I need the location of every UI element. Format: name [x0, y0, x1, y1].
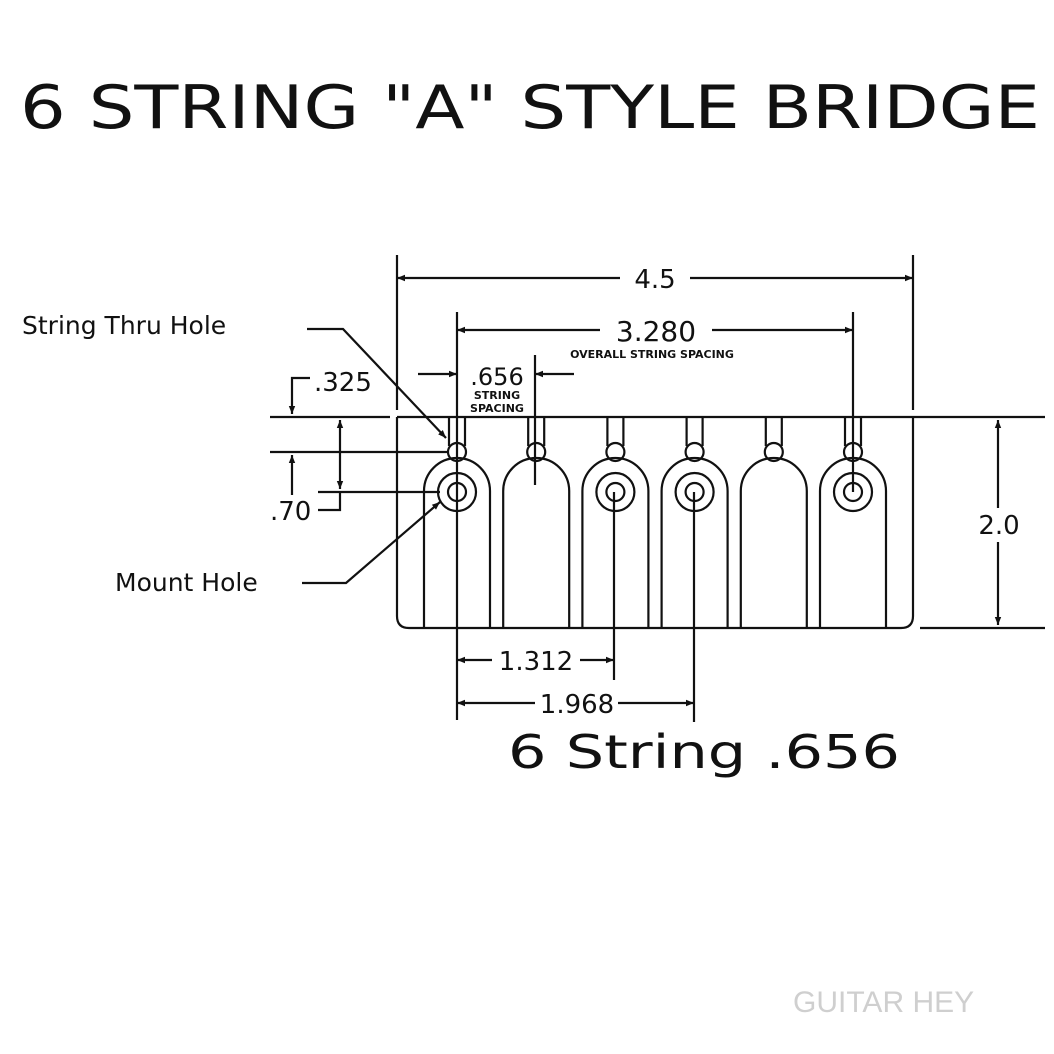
string-spacing-label-2: SPACING — [470, 402, 524, 415]
callout-mount-hole: Mount Hole — [115, 501, 441, 597]
watermark: GUITAR HEY — [793, 986, 974, 1019]
mount-hole-inner — [605, 481, 626, 503]
callout-string-thru-hole: String Thru Hole — [22, 311, 447, 439]
dimension-overall-spacing: 3.280 OVERALL STRING SPACING — [455, 312, 855, 720]
string-thru-hole — [763, 441, 784, 463]
tab-outline — [581, 456, 650, 628]
string-thru-hole — [526, 441, 547, 463]
mount-hole-offset-value: .70 — [270, 497, 311, 527]
dimension-mount-spacing: 1.312 1.968 — [457, 492, 696, 722]
string-tab — [502, 417, 571, 628]
overall-spacing-label: OVERALL STRING SPACING — [570, 348, 734, 361]
dimension-height: 2.0 — [978, 420, 1020, 625]
overall-spacing-value: 3.280 — [616, 315, 696, 348]
tab-outline — [739, 456, 808, 628]
dimension-string-spacing: .656 STRING SPACING — [418, 355, 574, 485]
bridge-body — [270, 415, 1045, 630]
string-thru-hole — [605, 441, 626, 463]
width-value: 4.5 — [634, 265, 675, 295]
drawing-subtitle: 6 String .656 — [508, 725, 900, 779]
string-thru-hole-label: String Thru Hole — [22, 311, 226, 340]
string-thru-hole — [684, 441, 705, 463]
dimension-mount-hole-offset: .70 — [270, 420, 440, 527]
tab-outline — [502, 456, 571, 628]
string-spacing-value: .656 — [470, 363, 523, 391]
mount-1-4-value: 1.968 — [540, 690, 614, 720]
height-value: 2.0 — [978, 511, 1019, 541]
mount-hole-outer — [595, 471, 636, 513]
mount-hole-label: Mount Hole — [115, 568, 258, 597]
mount-1-3-value: 1.312 — [499, 647, 573, 677]
dimension-thru-hole-offset: .325 — [270, 368, 448, 495]
string-tab — [739, 417, 808, 628]
tab-outline — [660, 456, 729, 628]
thru-hole-offset-value: .325 — [314, 368, 372, 398]
string-spacing-label-1: STRING — [474, 389, 520, 402]
dimension-width: 4.5 — [395, 255, 915, 410]
string-tab — [581, 417, 650, 628]
drawing-title: 6 STRING "A" STYLE BRIDGE — [20, 73, 1040, 143]
